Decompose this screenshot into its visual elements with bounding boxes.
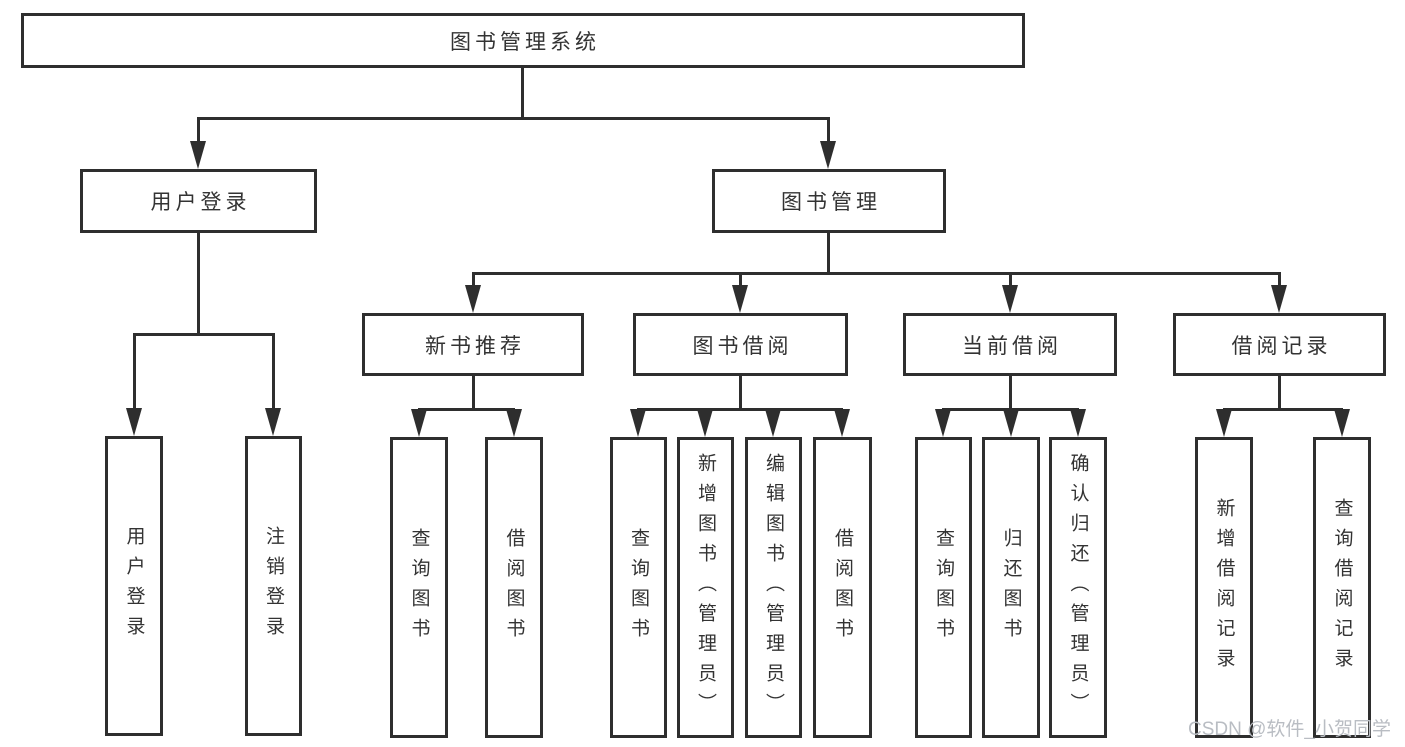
connector-line (472, 376, 475, 408)
leaf-label: 查询借阅记录 (1331, 497, 1353, 678)
leaf-return-books: 归还图书 (982, 437, 1040, 738)
arrowhead-icon (1070, 409, 1086, 437)
connector-line (197, 117, 830, 120)
leaf-label: 编辑图书（管理员） (763, 452, 784, 723)
node-current-borrow: 当前借阅 (903, 313, 1117, 376)
node-user-login: 用户登录 (80, 169, 317, 233)
arrowhead-icon (1002, 285, 1018, 313)
leaf-label: 用户登录 (123, 526, 145, 646)
leaf-label: 新增图书（管理员） (695, 452, 716, 723)
leaf-borrow-books: 借阅图书 (813, 437, 872, 738)
connector-line (521, 68, 524, 117)
connector-line (1009, 272, 1012, 287)
leaf-label: 借阅图书 (832, 527, 853, 648)
leaf-edit-books-admin: 编辑图书（管理员） (745, 437, 802, 738)
connector-line (739, 272, 742, 287)
arrowhead-icon (697, 409, 713, 437)
leaf-label: 查询图书 (628, 527, 649, 648)
node-new-book-recommend: 新书推荐 (362, 313, 584, 376)
leaf-logout: 注销登录 (245, 436, 302, 736)
arrowhead-icon (190, 141, 206, 169)
arrowhead-icon (1216, 409, 1232, 437)
arrowhead-icon (935, 409, 951, 437)
connector-line (739, 376, 742, 408)
connector-line (1009, 376, 1012, 408)
leaf-query-books-recommend: 查询图书 (390, 437, 448, 738)
arrowhead-icon (630, 409, 646, 437)
connector-line (637, 408, 843, 411)
arrowhead-icon (732, 285, 748, 313)
leaf-add-books-admin: 新增图书（管理员） (677, 437, 734, 738)
leaf-label: 新增借阅记录 (1213, 497, 1235, 678)
arrowhead-icon (834, 409, 850, 437)
arrowhead-icon (1334, 409, 1350, 437)
leaf-label: 查询图书 (933, 527, 954, 648)
arrowhead-icon (265, 408, 281, 436)
node-book-borrow: 图书借阅 (633, 313, 848, 376)
connector-line (827, 233, 830, 272)
connector-line (1223, 408, 1343, 411)
connector-line (197, 233, 200, 333)
leaf-label: 查询图书 (408, 527, 430, 648)
leaf-query-borrow-record: 查询借阅记录 (1313, 437, 1371, 738)
leaf-query-books-borrow: 查询图书 (610, 437, 667, 738)
leaf-borrow-books-recommend: 借阅图书 (485, 437, 543, 738)
leaf-user-login: 用户登录 (105, 436, 163, 736)
node-book-management: 图书管理 (712, 169, 946, 233)
connector-line (827, 117, 830, 143)
arrowhead-icon (1271, 285, 1287, 313)
node-library-management-system: 图书管理系统 (21, 13, 1025, 68)
connector-line (418, 408, 515, 411)
arrowhead-icon (765, 409, 781, 437)
arrowhead-icon (465, 285, 481, 313)
leaf-label: 借阅图书 (503, 527, 525, 648)
arrowhead-icon (1003, 409, 1019, 437)
leaf-confirm-return-admin: 确认归还（管理员） (1049, 437, 1107, 738)
connector-line (272, 333, 275, 410)
arrowhead-icon (506, 409, 522, 437)
leaf-label: 确认归还（管理员） (1067, 452, 1089, 723)
csdn-watermark: CSDN @软件_小贺同学 (1188, 719, 1391, 740)
leaf-query-books-current: 查询图书 (915, 437, 972, 738)
connector-line (133, 333, 136, 410)
leaf-label: 归还图书 (1000, 527, 1022, 648)
node-borrow-records: 借阅记录 (1173, 313, 1386, 376)
leaf-label: 注销登录 (263, 526, 284, 646)
connector-line (472, 272, 475, 287)
arrowhead-icon (820, 141, 836, 169)
connector-line (1278, 272, 1281, 287)
leaf-add-borrow-record: 新增借阅记录 (1195, 437, 1253, 738)
connector-line (133, 333, 275, 336)
connector-line (197, 117, 200, 143)
connector-line (472, 272, 1281, 275)
connector-line (1278, 376, 1281, 408)
arrowhead-icon (126, 408, 142, 436)
arrowhead-icon (411, 409, 427, 437)
